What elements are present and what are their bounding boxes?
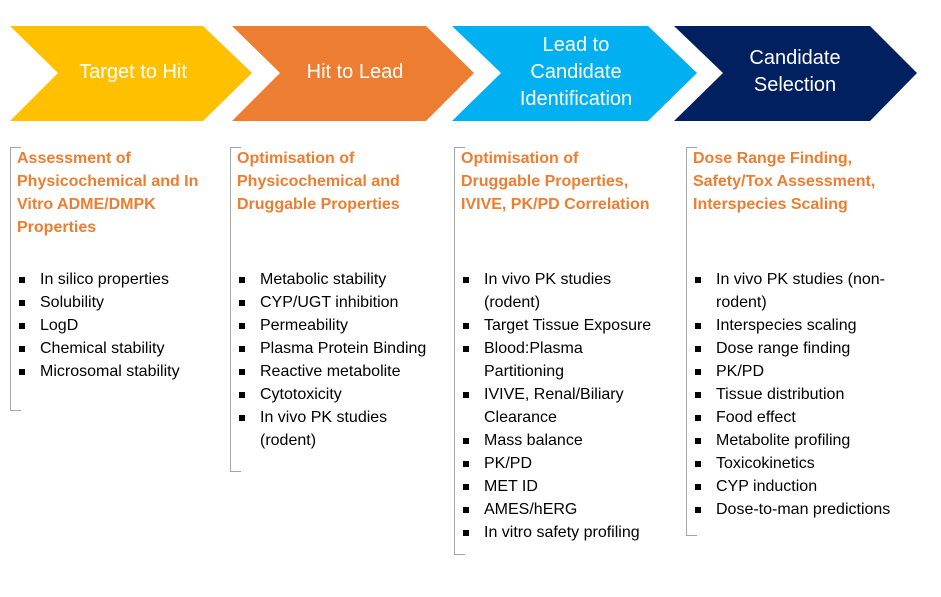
list-item: Permeability — [237, 314, 426, 337]
list-item: Food effect — [693, 406, 890, 429]
chevron-candidate-selection — [674, 26, 917, 121]
list-item: PK/PD — [461, 452, 651, 475]
list-item: Metabolite profiling — [693, 429, 890, 452]
chevron-lead-to-candidate — [452, 26, 697, 121]
list-item: Cytotoxicity — [237, 383, 426, 406]
list-item: Microsomal stability — [17, 360, 180, 383]
chevron-hit-to-lead — [232, 26, 474, 121]
list-item: LogD — [17, 314, 180, 337]
bracket — [686, 147, 697, 536]
column-list: Metabolic stability CYP/UGT inhibition P… — [237, 268, 426, 452]
list-item: Toxicokinetics — [693, 452, 890, 475]
stage-label-target-to-hit: Target to Hit — [79, 60, 187, 83]
list-item: Dose range finding — [693, 337, 890, 360]
list-item: Solubility — [17, 291, 180, 314]
chevron-target-to-hit — [10, 26, 252, 121]
list-item: Chemical stability — [17, 337, 180, 360]
list-item: AMES/hERG — [461, 498, 651, 521]
list-item: IVIVE, Renal/Biliary Clearance — [461, 383, 651, 429]
list-item: Tissue distribution — [693, 383, 890, 406]
process-chevrons — [10, 26, 917, 121]
list-item: MET ID — [461, 475, 651, 498]
column-heading: Optimisation of Druggable Properties, IV… — [461, 150, 650, 213]
stage-label-hit-to-lead: Hit to Lead — [306, 60, 404, 83]
list-item: In silico properties — [17, 268, 180, 291]
column-heading: Dose Range Finding, Safety/Tox Assessmen… — [693, 150, 876, 213]
list-item: CYP induction — [693, 475, 890, 498]
list-item: Target Tissue Exposure — [461, 314, 651, 337]
column-list: In vivo PK studies (non- rodent) Intersp… — [693, 268, 890, 521]
list-item: Blood:Plasma Partitioning — [461, 337, 651, 383]
list-item: Metabolic stability — [237, 268, 426, 291]
list-item: In vivo PK studies (rodent) — [237, 406, 426, 452]
stage-label-lead-to-candidate: Lead to Candidate Identification — [519, 33, 633, 110]
stage-label-candidate-selection: Candidate Selection — [749, 47, 841, 96]
list-item: In vivo PK studies (non- rodent) — [693, 268, 890, 314]
list-item: Reactive metabolite — [237, 360, 426, 383]
bracket — [454, 147, 465, 555]
bracket — [230, 147, 241, 472]
column-heading: Assessment of Physicochemical and In Vit… — [17, 150, 199, 236]
column-list: In vivo PK studies (rodent) Target Tissu… — [461, 268, 651, 544]
bracket — [10, 147, 21, 411]
list-item: Plasma Protein Binding — [237, 337, 426, 360]
list-item: CYP/UGT inhibition — [237, 291, 426, 314]
list-item: Interspecies scaling — [693, 314, 890, 337]
list-item: In vitro safety profiling — [461, 521, 651, 544]
list-item: In vivo PK studies (rodent) — [461, 268, 651, 314]
column-list: In silico properties Solubility LogD Che… — [17, 268, 180, 383]
column-heading: Optimisation of Physicochemical and Drug… — [237, 150, 400, 213]
list-item: Dose-to-man predictions — [693, 498, 890, 521]
list-item: PK/PD — [693, 360, 890, 383]
list-item: Mass balance — [461, 429, 651, 452]
